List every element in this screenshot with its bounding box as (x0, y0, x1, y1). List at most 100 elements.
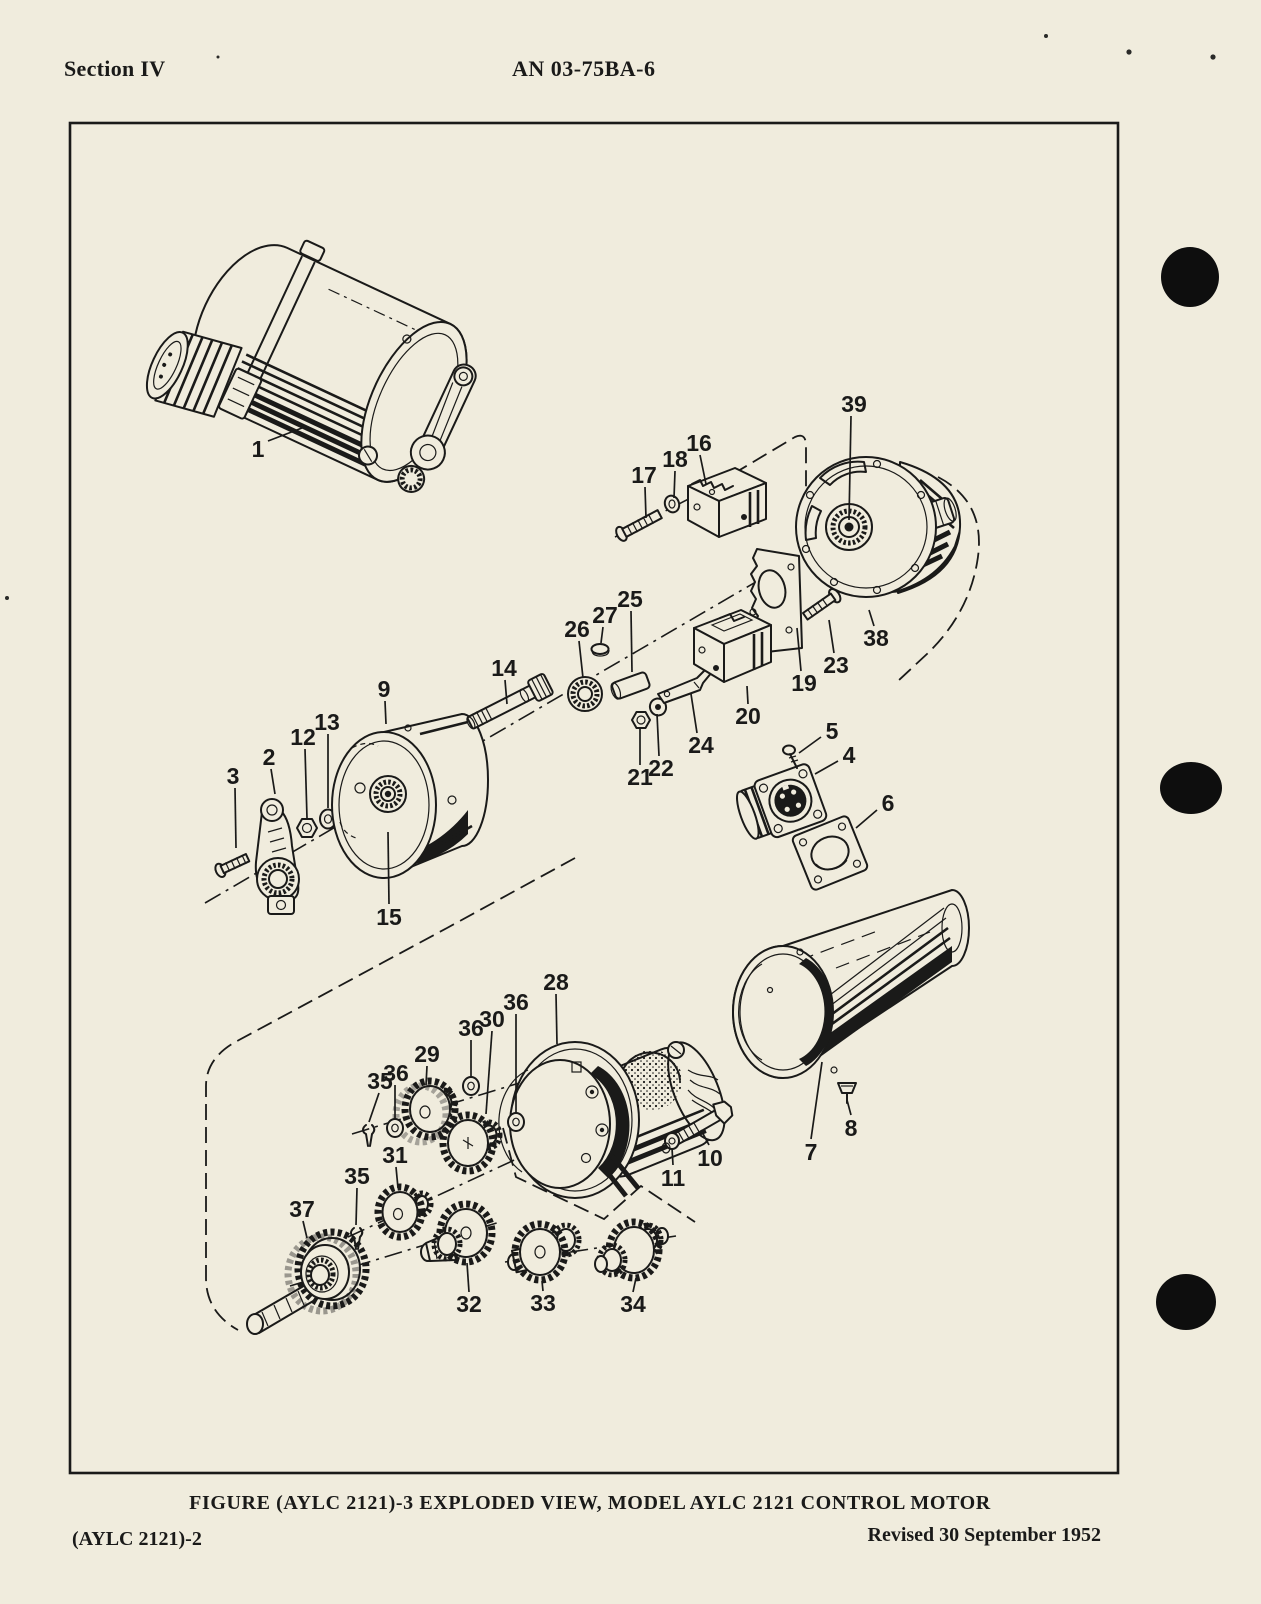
callout-label: 39 (841, 391, 867, 417)
callout-leader (796, 627, 802, 672)
callout-label: 22 (648, 755, 674, 781)
figure-border (68, 121, 1120, 1475)
callout-label: 34 (620, 1291, 646, 1317)
part-5-screw (782, 744, 799, 769)
section-header: Section IV (64, 56, 166, 81)
part-26-bearing (567, 676, 603, 712)
binder-hole (1161, 247, 1219, 307)
callout-leader (699, 454, 707, 485)
callout-leader (828, 619, 835, 654)
callout-leader (846, 1099, 852, 1116)
callout-label: 15 (376, 904, 402, 930)
part-16-brush-holder (687, 467, 767, 538)
callout-label: 32 (456, 1291, 482, 1317)
part-8-screw (837, 1082, 857, 1104)
document-number: AN 03-75BA-6 (512, 56, 656, 81)
callout-leader (384, 700, 387, 725)
callout-label: 12 (290, 724, 316, 750)
callout-label: 36 (503, 989, 529, 1015)
callout-label: 38 (863, 625, 889, 651)
part-39-bearing (825, 503, 873, 551)
motor-connector-stub (145, 330, 243, 418)
part-18-washer (663, 494, 681, 514)
part-3-screw (214, 853, 251, 878)
callout-leader (855, 809, 878, 829)
figure-caption: FIGURE (AYLC 2121)-3 EXPLODED VIEW, MODE… (189, 1492, 991, 1514)
part-21-nut (631, 711, 651, 729)
part-37-output-gear (246, 1228, 370, 1335)
motor-output-arm (397, 363, 477, 493)
part-28-ring-gear-housing (498, 1041, 640, 1199)
binder-holes (1156, 247, 1222, 1330)
callout-label: 20 (735, 703, 761, 729)
part-14-shaft (466, 673, 554, 730)
callout-leader (690, 693, 698, 734)
callout-label: 4 (843, 742, 856, 768)
callout-label: 1 (252, 436, 265, 462)
binder-hole (1156, 1274, 1216, 1330)
callout-leader (798, 736, 822, 754)
callout-label: 25 (617, 586, 643, 612)
callout-label: 37 (289, 1196, 315, 1222)
callout-leader (267, 427, 303, 442)
part-23-screw (801, 588, 842, 621)
part-35-pins (350, 1124, 376, 1250)
callout-label: 14 (491, 655, 517, 681)
callout-leader (656, 713, 660, 757)
page-number: (AYLC 2121)-2 (72, 1528, 202, 1550)
callout-leader (304, 748, 308, 819)
callout-label: 36 (383, 1060, 409, 1086)
part-12-nut (296, 818, 318, 838)
binder-hole (1160, 762, 1222, 814)
callout-leader (541, 1280, 544, 1292)
part-15-bearing-hub (369, 775, 407, 813)
callout-label: 33 (530, 1290, 556, 1316)
callout-layer: 1234567891011121314151617181920212223242… (227, 391, 895, 1317)
part-22-washer (648, 697, 668, 717)
callout-label: 29 (414, 1041, 440, 1067)
callout-label: 36 (458, 1015, 484, 1041)
callout-label: 19 (791, 670, 817, 696)
callout-leader (302, 1220, 308, 1239)
part-2-arm (254, 798, 300, 915)
callout-leader (485, 1030, 493, 1115)
callout-leader (700, 1129, 710, 1146)
part-27-cap (590, 643, 610, 657)
callout-leader (387, 831, 390, 905)
callout-label: 10 (697, 1145, 723, 1171)
callout-label: 27 (592, 602, 618, 628)
revision-date: Revised 30 September 1952 (867, 1524, 1102, 1546)
callout-leader (555, 993, 558, 1045)
callout-leader (868, 609, 875, 627)
callout-leader (600, 626, 604, 644)
callout-leader (355, 1187, 358, 1226)
part-6-gasket (791, 815, 869, 891)
part-31-gear (374, 1183, 434, 1241)
paper-specks (5, 34, 1216, 600)
callout-label: 16 (686, 430, 712, 456)
part-38-end-bell (795, 456, 962, 598)
callout-leader (395, 1166, 399, 1189)
part-33-gear (507, 1220, 582, 1284)
callout-leader (270, 768, 276, 795)
part-36-washers (386, 1076, 525, 1138)
part-24-bracket (657, 667, 713, 704)
callout-leader (425, 1065, 428, 1086)
callout-label: 18 (662, 446, 688, 472)
callout-label: 35 (344, 1163, 370, 1189)
callout-label: 8 (845, 1115, 858, 1141)
callout-label: 21 (627, 764, 653, 790)
callout-label: 3 (227, 763, 240, 789)
callout-label: 7 (805, 1139, 818, 1165)
part-20-brush-block (693, 609, 772, 683)
callout-label: 31 (382, 1142, 408, 1168)
callout-leader (504, 679, 508, 705)
part-30-gear (439, 1111, 503, 1175)
part-17-screw (615, 509, 663, 542)
callout-leader (810, 1061, 823, 1140)
callout-label: 23 (823, 652, 849, 678)
callout-label: 5 (826, 718, 839, 744)
part-10-bolt (671, 1100, 734, 1146)
callout-label: 26 (564, 616, 590, 642)
